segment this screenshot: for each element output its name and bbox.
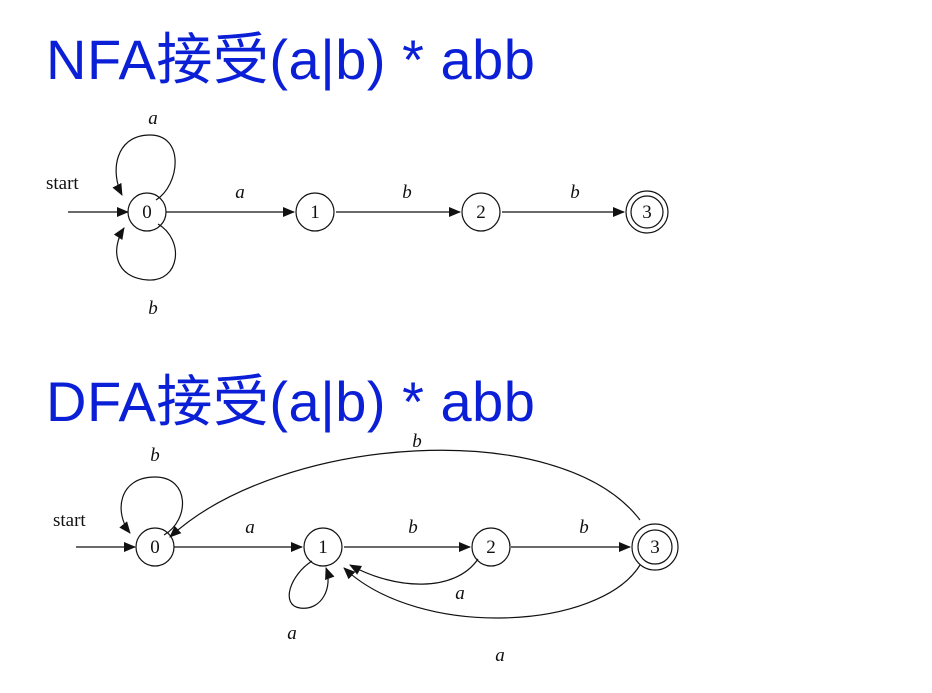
nfa-state-3-accept-ring [630, 195, 664, 229]
dfa-state-2-label: 2 [486, 537, 496, 558]
dfa-diagram: start 0 1 2 3 b a a b a b a b [53, 431, 679, 666]
dfa-edge-3-1-a-label: a [495, 645, 505, 666]
nfa-edge-2-3-label: b [570, 182, 580, 203]
dfa-edge-3-1-a [343, 564, 641, 619]
dfa-edge-2-3-label: b [579, 517, 589, 538]
dfa-edge-1-1-a [288, 560, 335, 609]
nfa-state-0 [127, 192, 167, 232]
dfa-state-0 [135, 527, 175, 567]
dfa-state-3-label: 3 [650, 537, 660, 558]
nfa-state-3-label: 3 [642, 202, 652, 223]
dfa-state-2 [471, 527, 511, 567]
nfa-state-1-label: 1 [310, 202, 320, 223]
nfa-edge-0-0-b [113, 223, 177, 281]
dfa-state-3 [631, 523, 679, 571]
dfa-edge-1-1-a-label: a [287, 623, 297, 644]
dfa-state-1 [303, 527, 343, 567]
nfa-edge-0-0-a-label: a [148, 108, 158, 129]
nfa-edge-0-0-a [112, 134, 176, 201]
dfa-edge-1-2-label: b [408, 517, 418, 538]
dfa-state-3-accept-ring [637, 529, 673, 565]
dfa-edge-0-1-label: a [245, 517, 255, 538]
dfa-edge-3-0-b [169, 449, 641, 538]
dfa-edge-0-0-b [119, 476, 184, 536]
nfa-edge-0-1-label: a [235, 182, 245, 203]
nfa-edge-1-2-label: b [402, 182, 412, 203]
dfa-start-label: start [53, 510, 86, 531]
dfa-edge-3-0-b-label: b [412, 431, 422, 452]
nfa-diagram: start 0 1 2 3 a b a b b [46, 108, 669, 319]
dfa-edge-2-1-a [349, 558, 479, 585]
dfa-state-0-label: 0 [150, 537, 160, 558]
nfa-state-3 [625, 190, 669, 234]
dfa-title: DFA接受(a|b) * abb [46, 370, 536, 433]
nfa-state-2-label: 2 [476, 202, 486, 223]
dfa-edge-2-1-a-label: a [455, 583, 465, 604]
nfa-title: NFA接受(a|b) * abb [46, 28, 536, 91]
nfa-state-1 [295, 192, 335, 232]
nfa-edge-0-0-b-label: b [148, 298, 158, 319]
nfa-state-2 [461, 192, 501, 232]
dfa-edge-0-0-b-label: b [150, 445, 160, 466]
nfa-start-label: start [46, 173, 79, 194]
nfa-state-0-label: 0 [142, 202, 152, 223]
dfa-state-1-label: 1 [318, 537, 328, 558]
